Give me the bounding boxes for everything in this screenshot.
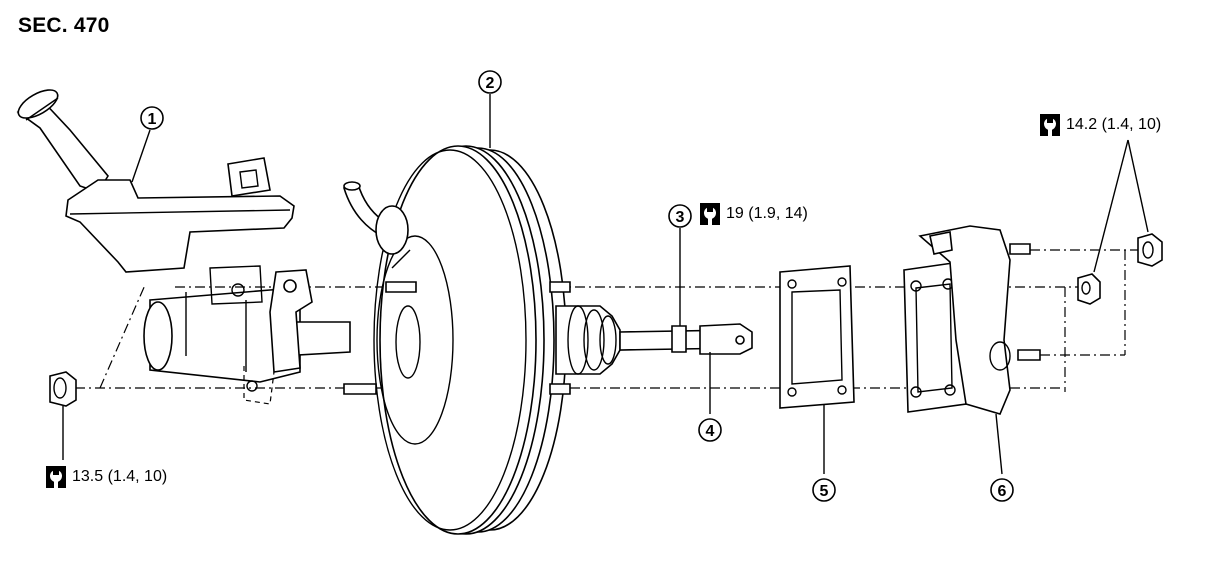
master-cylinder-nut (49, 371, 77, 460)
torque-wrench-icon (46, 466, 66, 488)
callout-1-number: 1 (148, 111, 157, 128)
torque-value-master-cylinder-nuts: 13.5 (1.4, 10) (72, 468, 168, 485)
callout-6: 6 (990, 478, 1014, 502)
callout-4-number: 4 (706, 423, 715, 440)
leader-lines (131, 94, 1149, 475)
clevis-and-lock-nut (619, 323, 753, 355)
booster-bracket (903, 225, 1163, 415)
brake-booster (342, 145, 621, 535)
torque-value-booster-nuts: 14.2 (1.4, 10) (1066, 116, 1162, 133)
torque-spec-master-cylinder-nuts: 13.5 (1.4, 10) (46, 466, 167, 488)
callout-3-number: 3 (676, 209, 685, 226)
callout-4: 4 (698, 418, 722, 442)
torque-wrench-icon (700, 203, 720, 225)
section-title: SEC. 470 (18, 14, 110, 37)
callout-6-number: 6 (998, 483, 1007, 500)
callout-5-number: 5 (820, 483, 829, 500)
torque-spec-clevis: 19 (1.9, 14) (700, 203, 808, 225)
torque-spec-booster-nuts: 14.2 (1.4, 10) (1040, 114, 1161, 136)
gasket (779, 265, 855, 409)
callout-2: 2 (478, 70, 502, 94)
torque-wrench-icon (1040, 114, 1060, 136)
callout-3: 3 (668, 204, 692, 228)
master-cylinder (16, 89, 351, 405)
callout-2-number: 2 (486, 75, 495, 92)
callout-5: 5 (812, 478, 836, 502)
callout-1: 1 (140, 106, 164, 130)
torque-value-clevis: 19 (1.9, 14) (726, 205, 808, 222)
